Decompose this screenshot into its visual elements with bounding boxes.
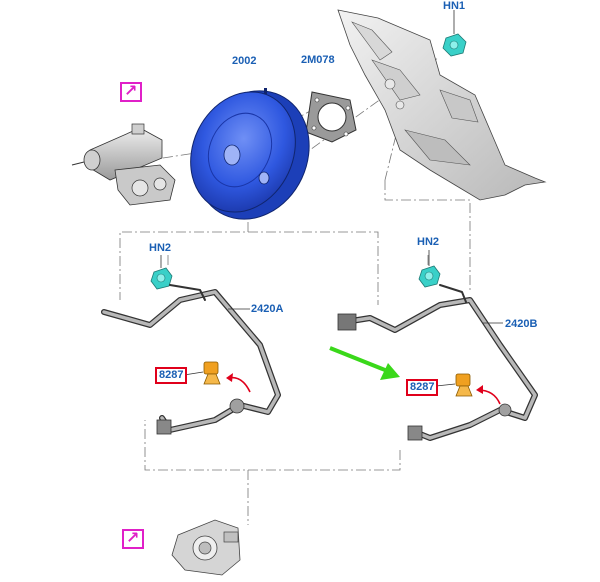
label-gasket: 2M078 [301,54,335,66]
label-nut-hn1: HN1 [443,0,466,12]
label-booster: 2002 [232,55,257,67]
reference-box-top: ↗ [120,81,142,102]
brake-caliper [171,519,241,576]
arrow-up-right-icon: ↗ [126,528,140,547]
label-valve-left: 8287 [155,367,188,384]
green-pointer-arrow [329,346,400,380]
label-nut-hn2-left: HN2 [149,242,172,254]
vacuum-hose-right [342,284,538,441]
red-arrowhead-left [226,373,233,382]
master-cylinder [71,123,176,206]
bulkhead-panel [337,9,547,201]
reference-box-bottom: ↗ [122,528,144,549]
brake-booster [190,88,310,220]
red-arrowhead-right [476,385,483,394]
vacuum-hose-left [101,284,281,433]
label-nut-hn2-right: HN2 [417,236,440,248]
nut-hn2-left [150,267,173,290]
arrow-up-right-icon: ↗ [124,81,138,100]
label-hose-left: 2420A [251,303,284,315]
label-valve-right: 8287 [406,379,439,396]
nut-hn1 [442,33,467,57]
gasket-part [305,91,357,143]
check-valve-right [455,373,473,397]
label-hose-right: 2420B [505,318,538,330]
check-valve-left [203,361,221,385]
nut-hn2-right [418,265,441,288]
